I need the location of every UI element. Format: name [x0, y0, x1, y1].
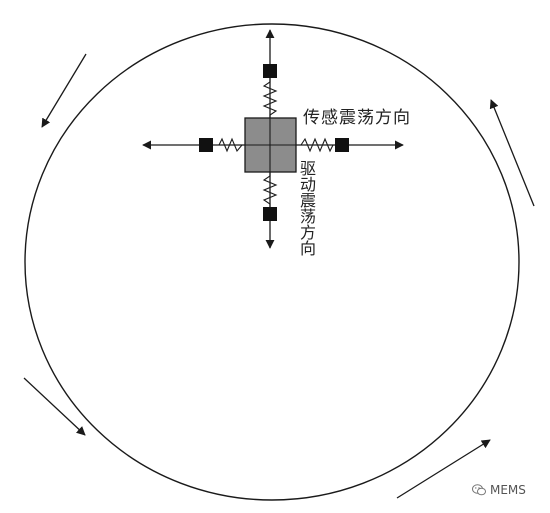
anchor-block-bottom — [263, 207, 277, 221]
rotation-arrow-top-right — [489, 99, 535, 207]
spring-bottom — [262, 172, 278, 207]
sense-direction-label: 传感震荡方向 — [303, 108, 411, 128]
spring-top — [262, 78, 278, 118]
watermark: MEMS — [472, 483, 526, 497]
rotation-arrow-bottom-left — [23, 377, 86, 436]
rotation-arrow-bottom-right — [396, 439, 491, 499]
watermark-text: MEMS — [490, 483, 526, 497]
anchor-block-top — [263, 64, 277, 78]
spring-right — [296, 137, 336, 153]
anchor-block-right — [335, 138, 349, 152]
rotating-platform-circle — [24, 23, 520, 501]
wechat-icon — [472, 484, 486, 496]
anchor-block-left — [199, 138, 213, 152]
drive-direction-label: 驱动震荡方向 — [297, 160, 316, 256]
rotation-arrow-top-left — [41, 53, 87, 128]
spring-left — [213, 137, 246, 153]
